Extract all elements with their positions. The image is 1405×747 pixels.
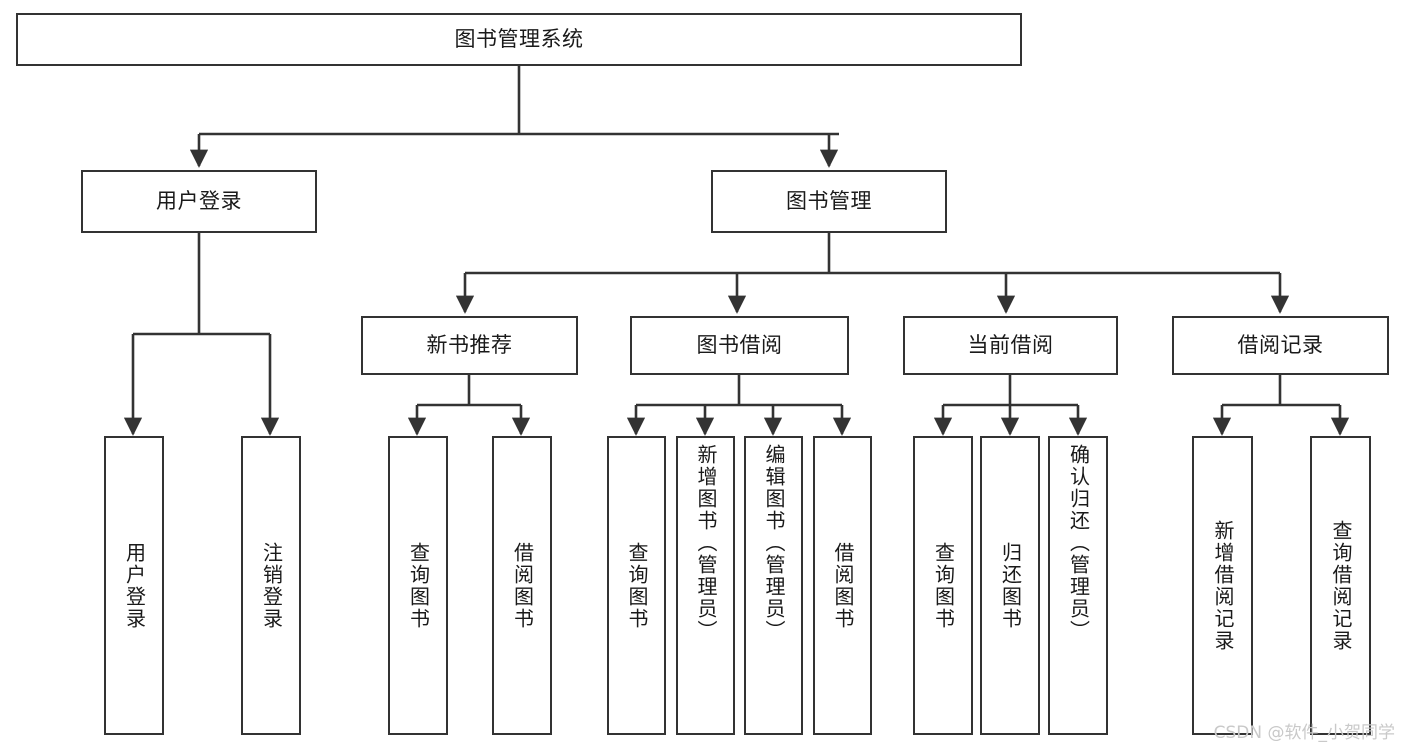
node-new-book-recommend[interactable]: 新书推荐	[361, 316, 578, 375]
node-root-label: 图书管理系统	[454, 26, 584, 51]
node-leaf-borrow-book-1-label: 借阅图书	[510, 541, 535, 630]
node-leaf-query-book-3[interactable]: 查询图书	[913, 436, 973, 735]
node-leaf-edit-book[interactable]: 编辑图书（管理员）	[744, 436, 803, 735]
node-borrow-record-label: 借阅记录	[1237, 332, 1324, 357]
node-leaf-add-record[interactable]: 新增借阅记录	[1192, 436, 1253, 735]
node-leaf-query-record[interactable]: 查询借阅记录	[1310, 436, 1371, 735]
csdn-watermark: CSDN @软件_小贺同学	[1213, 723, 1395, 743]
node-user-login[interactable]: 用户登录	[81, 170, 317, 233]
node-leaf-query-book-2-label: 查询图书	[625, 541, 649, 630]
node-leaf-user-login[interactable]: 用户登录	[104, 436, 164, 735]
node-current-borrow[interactable]: 当前借阅	[903, 316, 1118, 375]
node-leaf-query-book-2[interactable]: 查询图书	[607, 436, 666, 735]
node-leaf-add-book-label: 新增图书（管理员）	[694, 444, 718, 642]
node-leaf-return-book[interactable]: 归还图书	[980, 436, 1040, 735]
node-root[interactable]: 图书管理系统	[16, 13, 1022, 66]
node-leaf-confirm-return-label: 确认归还（管理员）	[1066, 444, 1091, 642]
node-leaf-logout-login[interactable]: 注销登录	[241, 436, 301, 735]
node-leaf-user-login-label: 用户登录	[122, 541, 147, 630]
node-book-manage[interactable]: 图书管理	[711, 170, 947, 233]
node-leaf-borrow-book-1[interactable]: 借阅图书	[492, 436, 552, 735]
node-leaf-edit-book-label: 编辑图书（管理员）	[762, 444, 786, 642]
node-leaf-query-book-1[interactable]: 查询图书	[388, 436, 448, 735]
node-leaf-confirm-return[interactable]: 确认归还（管理员）	[1048, 436, 1108, 735]
node-leaf-query-record-label: 查询借阅记录	[1329, 519, 1353, 652]
node-book-borrow[interactable]: 图书借阅	[630, 316, 849, 375]
node-borrow-record[interactable]: 借阅记录	[1172, 316, 1389, 375]
node-current-borrow-label: 当前借阅	[967, 332, 1054, 357]
node-leaf-add-record-label: 新增借阅记录	[1211, 519, 1235, 652]
node-leaf-add-book[interactable]: 新增图书（管理员）	[676, 436, 735, 735]
node-leaf-borrow-book-2-label: 借阅图书	[831, 541, 855, 630]
node-leaf-borrow-book-2[interactable]: 借阅图书	[813, 436, 872, 735]
node-user-login-label: 用户登录	[156, 188, 242, 213]
node-leaf-logout-login-label: 注销登录	[259, 541, 284, 630]
node-leaf-query-book-1-label: 查询图书	[406, 541, 431, 630]
node-book-borrow-label: 图书借阅	[696, 332, 783, 357]
node-leaf-query-book-3-label: 查询图书	[931, 541, 956, 630]
node-leaf-return-book-label: 归还图书	[998, 541, 1023, 630]
node-new-book-recommend-label: 新书推荐	[426, 332, 513, 357]
node-book-manage-label: 图书管理	[786, 188, 872, 213]
